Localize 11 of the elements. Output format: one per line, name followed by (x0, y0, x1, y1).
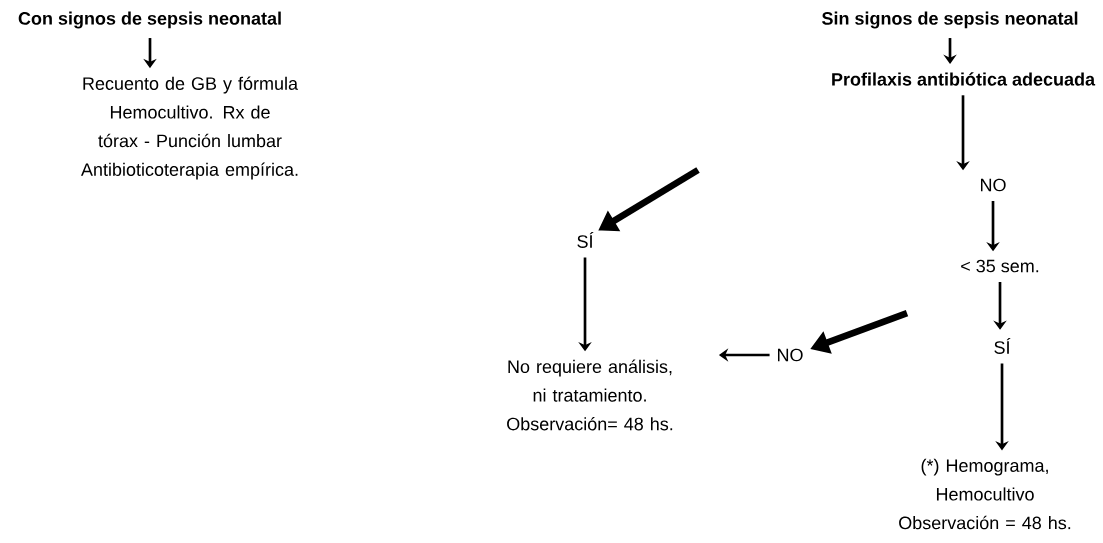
flow-text: Recuento de GB y fórmula Hemocultivo. Rx de tórax - Punción lumbar Antibioticoterapia empírica. (81, 76, 299, 180)
flow-text: NO (778, 348, 803, 362)
flow-text: < 35 sem. (961, 259, 1039, 273)
flow-text: NO (981, 178, 1006, 192)
flow-text: Profilaxis antibiótica adecuada (832, 72, 1096, 86)
flow-text: SÍ (577, 232, 594, 248)
flow-text: Sin signos de sepsis neonatal (822, 11, 1078, 29)
flow-text: No requiere análisis, ni tratamiento. Observación= 48 hs. (507, 359, 673, 431)
flow-text: SÍ (994, 338, 1011, 354)
flow-text: (*) Hemograma, Hemocultivo Observación = 48 hs. (899, 458, 1071, 530)
flow-text: Con signos de sepsis neonatal (18, 11, 281, 29)
